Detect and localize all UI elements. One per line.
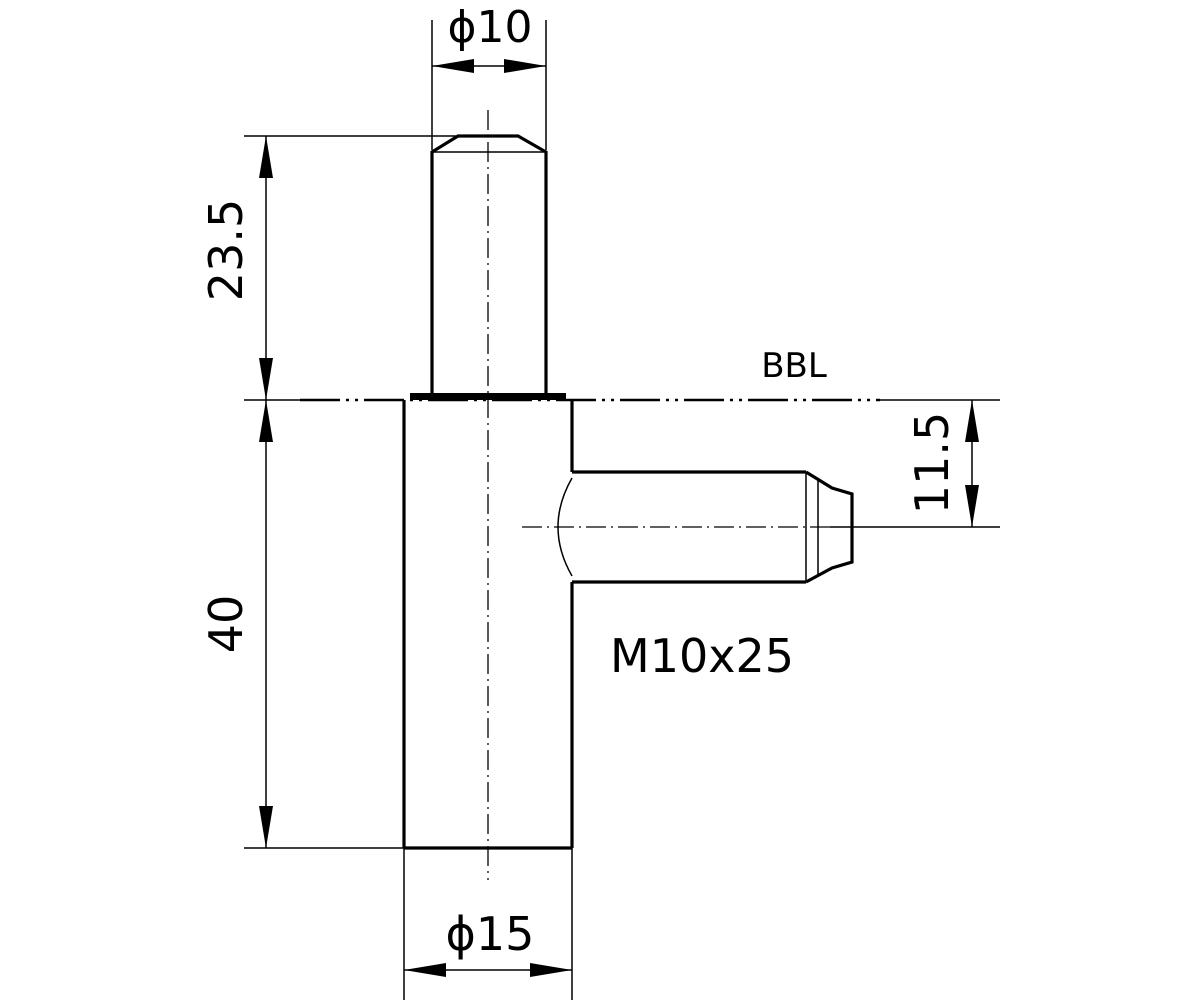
dimension-thread-offset: 11.5 <box>905 400 979 527</box>
body-length-label: 40 <box>199 595 253 654</box>
collar <box>410 393 566 400</box>
pin-length-label: 23.5 <box>199 199 253 301</box>
dimension-pin-diameter: ϕ10 <box>432 2 546 73</box>
thread-offset-label: 11.5 <box>905 412 959 514</box>
dimension-pin-length: 23.5 <box>199 136 273 400</box>
pin-diameter-label: ϕ10 <box>447 2 532 53</box>
dimension-body-diameter: ϕ15 <box>404 907 572 977</box>
bbl-label: BBL <box>761 346 827 386</box>
extension-lines <box>244 20 1000 1000</box>
thread-spec-label: M10x25 <box>610 629 794 683</box>
body-diameter-label: ϕ15 <box>446 907 535 961</box>
threaded-bolt <box>522 470 854 584</box>
pin <box>430 134 548 398</box>
dimension-body-length: 40 <box>199 400 273 848</box>
